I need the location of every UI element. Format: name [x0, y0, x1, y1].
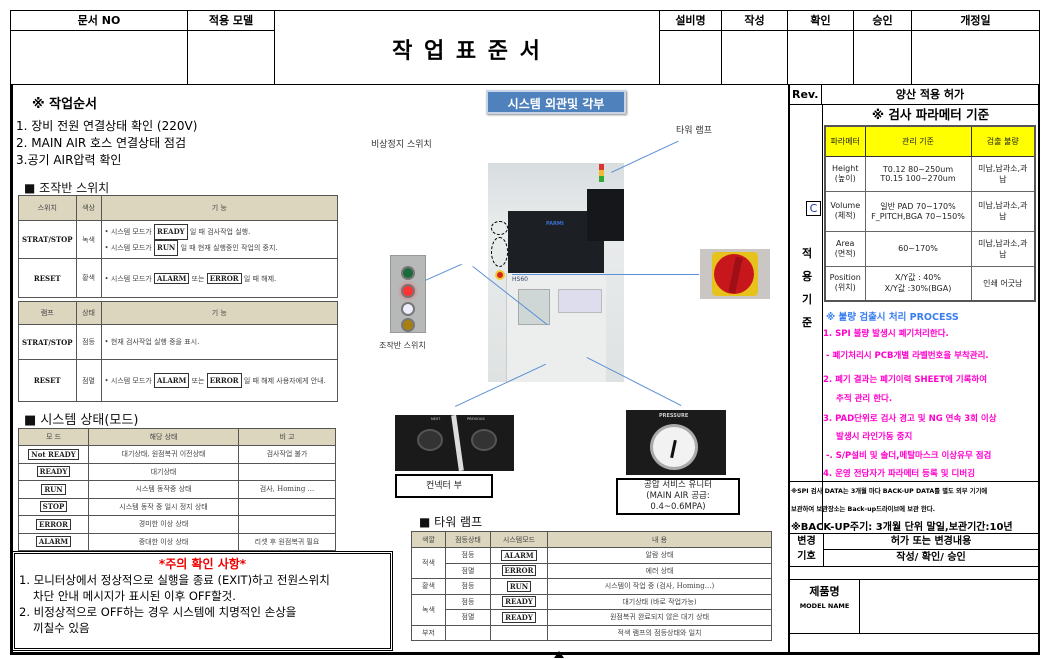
- backup-note-2: 보관하여 보관장소는 Back-up드라이브에 보관 한다.: [791, 506, 936, 513]
- emergency-stop-photo: [700, 249, 770, 299]
- switch-section-title: ■ 조작반 스위치: [24, 181, 110, 195]
- green-lamp-icon: [401, 266, 415, 280]
- c-mark: C: [806, 201, 821, 216]
- process-title: ※ 불량 검출시 처리 PROCESS: [826, 312, 959, 323]
- procedure-steps: 1. 장비 전원 연결상태 확인 (220V) 2. MAIN AIR 호스 연…: [16, 119, 198, 167]
- product-label: 제품명 MODEL NAME: [790, 580, 860, 633]
- rev-label: Rev.: [790, 85, 822, 105]
- divider: [788, 85, 790, 655]
- header-approve: 승인: [854, 10, 912, 85]
- mode-badge: READY: [502, 596, 536, 608]
- pointer-arrow: [512, 274, 699, 275]
- change-content: 허가 또는 변경내용: [824, 534, 1038, 550]
- header-equipment: 설비명: [660, 10, 722, 85]
- emergency-label: 비상정지 스위치: [371, 140, 432, 150]
- mode-badge: Not READY: [28, 448, 79, 460]
- connector-label: 컨넥터 부: [395, 474, 493, 498]
- brand-label: PARMI: [546, 221, 564, 227]
- approval-label: 양산 적용 허가: [822, 85, 1038, 105]
- header-model: 적용 모델: [188, 10, 275, 85]
- panel-switch-photo: [390, 255, 426, 333]
- mode-badge: RUN: [506, 580, 532, 592]
- backup-cycle: ※BACK-UP주기: 3개월 단위 말일,보관기간:10년: [791, 522, 1013, 533]
- tower-section-title: ■ 타워 램프: [419, 515, 483, 529]
- notice-title: *주의 확인 사항*: [158, 557, 247, 571]
- system-title: 시스템 외관및 각부: [486, 90, 626, 114]
- param-title: ※ 검사 파라메터 기준: [822, 105, 1038, 125]
- procedure-title: ※ 작업순서: [32, 97, 98, 112]
- notice-box: *주의 확인 사항* 1. 모니터상에서 정상적으로 실행을 종료 (EXIT)…: [12, 551, 393, 651]
- monitor: [587, 189, 624, 241]
- machine-photo: PARMI HS60: [488, 163, 624, 382]
- sign-label: 작성/ 확인/ 승인: [896, 552, 966, 563]
- mode-badge: ERROR: [501, 565, 537, 577]
- frame: [10, 85, 1040, 655]
- mode-badge: RUN: [41, 483, 66, 495]
- mode-badge: STOP: [39, 501, 68, 513]
- tower-lamp-icon: [599, 164, 604, 182]
- header-rev-date: 개정일: [912, 10, 1040, 85]
- pressure-gauge-photo: PRESSURE: [626, 410, 726, 475]
- page-title: 작 업 표 준 서: [392, 39, 542, 64]
- mode-badge: ALARM: [35, 536, 72, 548]
- mode-badge: READY: [36, 466, 71, 478]
- backup-note-1: ※SPI 검사 DATA는 3개월 마다 BACK-UP DATA를 별도 외부…: [791, 488, 988, 495]
- white-lamp-icon: [401, 302, 415, 316]
- tower-label: 타워 램프: [676, 126, 712, 136]
- yellow-lamp-icon: [401, 318, 415, 332]
- table-row: Area(면적)60~170%미납,납과소,과납: [824, 230, 1036, 267]
- mode-section-title: ■ 시스템 상태(모드): [24, 413, 139, 428]
- header-author: 작성: [722, 10, 788, 85]
- red-lamp-icon: [401, 284, 415, 298]
- header-title-cell: 작 업 표 준 서: [275, 10, 660, 85]
- air-unit-label: 공압 서비스 유니터 (MAIN AIR 공급: 0.4~0.6MPA): [616, 478, 740, 515]
- mode-badge: READY: [502, 611, 536, 623]
- model-label: HS60: [512, 276, 528, 283]
- bottom-marker-icon: [554, 651, 564, 658]
- header-doc-no: 문서 NO: [10, 10, 188, 85]
- table-row: Position(위치)X/Y값 : 40%X/Y값 :30%(BGA)인쇄 어…: [824, 265, 1036, 302]
- mode-badge: ERROR: [36, 518, 71, 530]
- table-row: Volume(체적)일반 PAD 70~170%F_PITCH,BGA 70~1…: [824, 190, 1036, 232]
- product-value: [861, 580, 1038, 633]
- mode-badge: ALARM: [501, 549, 537, 561]
- panel-label: 조작반 스위치: [379, 341, 426, 350]
- header-check: 확인: [788, 10, 854, 85]
- connector-photo: NEXT PREVIOUS: [395, 414, 514, 472]
